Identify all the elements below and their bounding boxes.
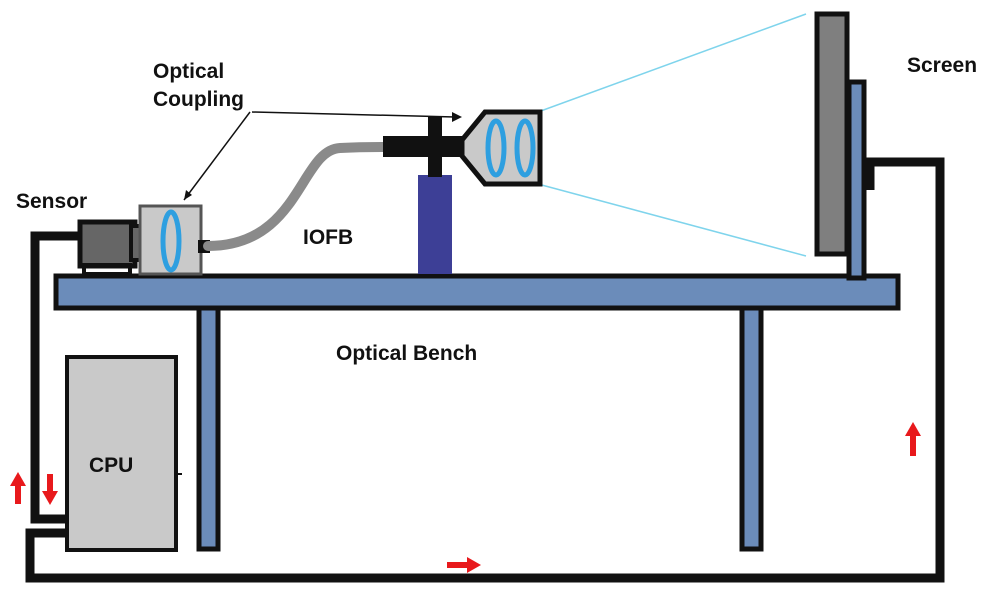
arrow-up-icon [10, 472, 26, 504]
label-cpu: CPU [89, 454, 133, 477]
screen-stand [846, 79, 867, 281]
pointer-to-housing [183, 111, 251, 201]
objective-lens-1-icon [485, 118, 507, 178]
iofb-fiber [203, 142, 393, 251]
arrow-right-icon [447, 557, 481, 573]
optical-coupling [138, 204, 210, 276]
fiber-mount [383, 117, 463, 274]
label-optical-bench: Optical Bench [336, 342, 477, 365]
label-iofb: IOFB [303, 226, 353, 249]
pointer-to-objective [251, 111, 456, 118]
mount-horizontal-bar [383, 136, 463, 157]
mount-post [418, 175, 452, 274]
label-screen: Screen [907, 54, 977, 77]
objective-lens-2-icon [514, 118, 536, 178]
optical-bench-top [53, 273, 901, 311]
coupling-housing [138, 204, 203, 276]
bench-leg-right [739, 303, 764, 552]
cpu-case [65, 355, 178, 552]
label-optical-coupling-line1: Optical [153, 60, 224, 83]
label-optical-coupling-line2: Coupling [153, 88, 244, 111]
objective-lens-assembly [459, 109, 543, 187]
pointer-to-housing-head [184, 190, 192, 200]
signal-cable [25, 157, 945, 583]
sensor-base [82, 263, 132, 276]
cpu [65, 355, 182, 552]
sensor-body [77, 219, 138, 269]
screen-panel [814, 11, 850, 257]
screen [814, 11, 867, 281]
projection-line-bottom [537, 183, 807, 257]
bench-leg-left [196, 303, 221, 552]
coupling-lens-icon [160, 209, 182, 273]
sensor [77, 219, 143, 276]
flow-arrows [10, 422, 921, 573]
projection-line-top [537, 13, 807, 113]
cable-sensor-to-cpu [30, 231, 80, 524]
label-sensor: Sensor [16, 190, 87, 213]
arrow-up-icon [905, 422, 921, 456]
cable-cpu-to-screen [25, 157, 945, 583]
arrow-down-icon [42, 474, 58, 505]
pointer-to-objective-head [452, 112, 462, 122]
coupling-pointers [183, 111, 462, 201]
